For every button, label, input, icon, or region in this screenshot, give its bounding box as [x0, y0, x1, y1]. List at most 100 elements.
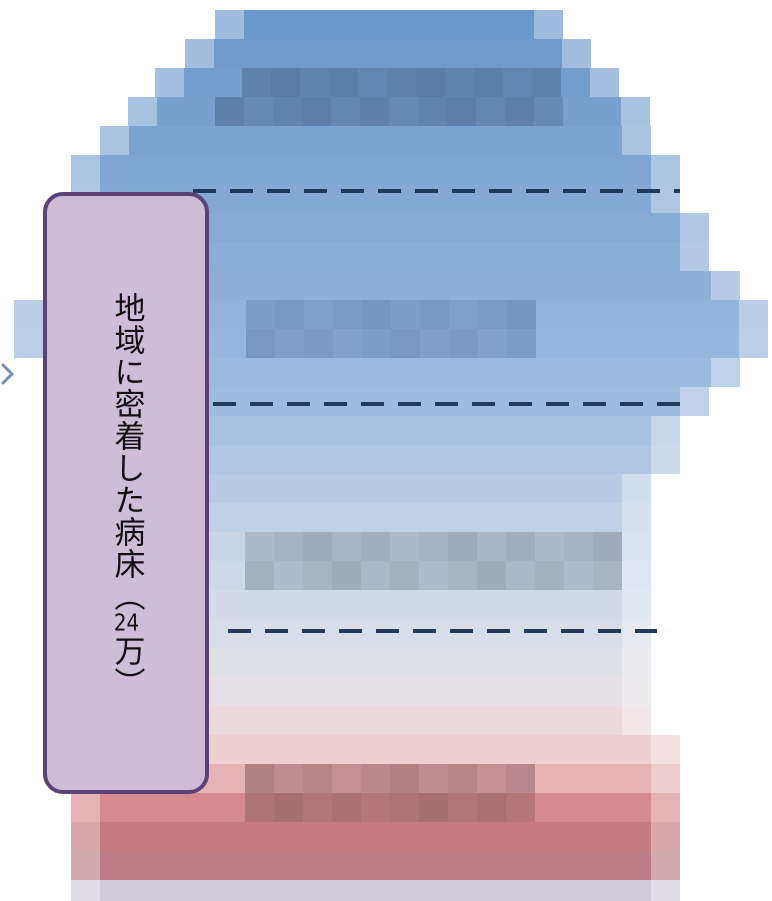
mosaic-cell — [245, 126, 274, 155]
mosaic-cell — [158, 851, 187, 880]
mosaic-cell — [361, 503, 390, 532]
mosaic-cell — [216, 126, 245, 155]
mosaic-cell — [622, 822, 651, 851]
mosaic-cell — [535, 764, 564, 793]
mosaic-cell — [71, 851, 100, 880]
mosaic-cell — [419, 474, 448, 503]
mosaic-cell — [390, 793, 419, 822]
mosaic-cell — [651, 793, 680, 822]
mosaic-cell — [390, 474, 419, 503]
mosaic-cell — [245, 503, 274, 532]
mosaic-cell — [477, 126, 506, 155]
mosaic-cell — [185, 39, 214, 68]
mosaic-cell — [621, 97, 650, 126]
mosaic-cell — [450, 358, 479, 387]
mosaic-cell — [332, 474, 361, 503]
mosaic-cell — [100, 822, 129, 851]
mosaic-cell — [128, 97, 157, 126]
mosaic-cell — [216, 619, 245, 648]
mosaic-cell — [390, 590, 419, 619]
mosaic-cell — [303, 184, 332, 213]
mosaic-cell — [535, 851, 564, 880]
mosaic-cell — [535, 561, 564, 590]
mosaic-cell — [274, 445, 303, 474]
mosaic-cell — [448, 184, 477, 213]
mosaic-cell — [419, 387, 448, 416]
mosaic-cell — [651, 184, 680, 213]
mosaic-cell — [508, 358, 537, 387]
mosaic-cell — [332, 445, 361, 474]
mosaic-cell — [217, 300, 246, 329]
mosaic-cell — [593, 880, 622, 901]
mosaic-cell — [651, 851, 680, 880]
mosaic-cell — [562, 39, 591, 68]
mosaic-cell — [184, 68, 213, 97]
mosaic-cell — [419, 677, 448, 706]
mosaic-cell — [624, 271, 653, 300]
mosaic-cell — [332, 416, 361, 445]
mosaic-cell — [216, 184, 245, 213]
mosaic-cell — [561, 68, 590, 97]
mosaic-cell — [564, 590, 593, 619]
mosaic-cell — [332, 213, 361, 242]
mosaic-cell — [418, 10, 447, 39]
mosaic-cell — [506, 851, 535, 880]
mosaic-cell — [187, 126, 216, 155]
mosaic-cell — [476, 10, 505, 39]
mosaic-cell — [303, 706, 332, 735]
mosaic-cell — [419, 213, 448, 242]
mosaic-cell — [477, 822, 506, 851]
mosaic-cell — [593, 213, 622, 242]
mosaic-cell — [711, 271, 740, 300]
mosaic-cell — [245, 677, 274, 706]
mosaic-cell — [739, 300, 768, 329]
mosaic-cell — [449, 300, 478, 329]
mosaic-cell — [332, 793, 361, 822]
mosaic-cell — [390, 242, 419, 271]
mosaic-cell — [303, 677, 332, 706]
mosaic-cell — [218, 271, 247, 300]
mosaic-cell — [390, 880, 419, 901]
mosaic-cell — [506, 155, 535, 184]
mosaic-cell — [593, 155, 622, 184]
mosaic-cell — [187, 851, 216, 880]
mosaic-cell — [303, 126, 332, 155]
mosaic-cell — [389, 10, 418, 39]
mosaic-cell — [593, 735, 622, 764]
mosaic-cell — [506, 126, 535, 155]
mosaic-cell — [594, 300, 623, 329]
mosaic-cell — [332, 561, 361, 590]
mosaic-cell — [416, 68, 445, 97]
mosaic-cell — [391, 300, 420, 329]
mosaic-cell — [331, 97, 360, 126]
mosaic-cell — [506, 387, 535, 416]
mosaic-cell — [622, 532, 651, 561]
mosaic-cell — [564, 561, 593, 590]
mosaic-cell — [448, 764, 477, 793]
mosaic-cell — [303, 532, 332, 561]
mosaic-cell — [274, 851, 303, 880]
mosaic-cell — [419, 416, 448, 445]
mosaic-cell — [419, 793, 448, 822]
mosaic-cell — [593, 706, 622, 735]
mosaic-cell — [129, 126, 158, 155]
mosaic-cell — [590, 68, 619, 97]
mosaic-cell — [303, 387, 332, 416]
mosaic-cell — [216, 764, 245, 793]
mosaic-cell — [302, 97, 331, 126]
mosaic-cell — [477, 561, 506, 590]
mosaic-cell — [535, 648, 564, 677]
mosaic-cell — [622, 764, 651, 793]
mosaic-cell — [245, 155, 274, 184]
mosaic-cell — [535, 503, 564, 532]
mosaic-cell — [624, 358, 653, 387]
mosaic-cell — [622, 387, 651, 416]
mosaic-cell — [216, 387, 245, 416]
mosaic-cell — [361, 387, 390, 416]
mosaic-cell — [566, 271, 595, 300]
mosaic-cell — [537, 271, 566, 300]
mosaic-cell — [535, 126, 564, 155]
mosaic-cell — [332, 242, 361, 271]
mosaic-cell — [651, 764, 680, 793]
mosaic-cell — [477, 387, 506, 416]
